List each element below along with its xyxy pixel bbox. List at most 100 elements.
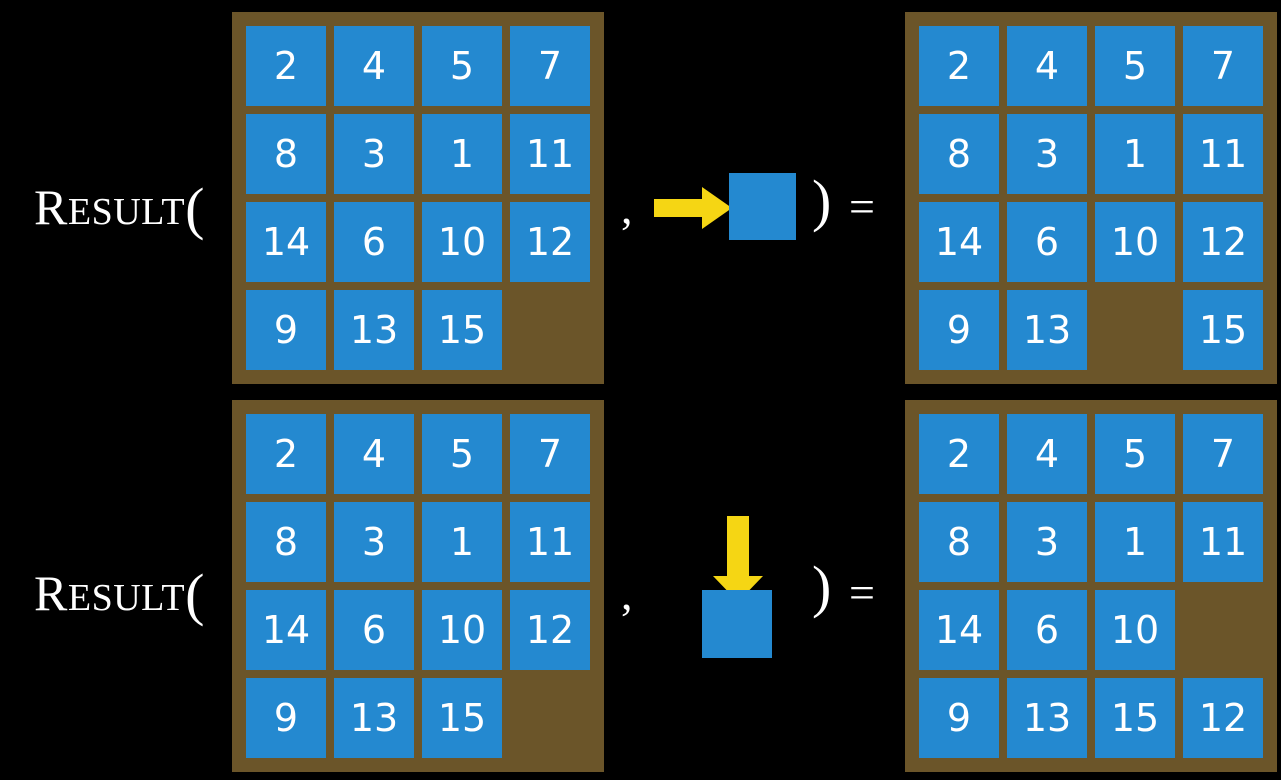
tile[interactable]: 5 bbox=[1095, 26, 1175, 106]
tile[interactable]: 9 bbox=[246, 290, 326, 370]
tile[interactable]: 6 bbox=[1007, 202, 1087, 282]
tile-value: 5 bbox=[1122, 44, 1148, 88]
blank-slot[interactable] bbox=[1183, 590, 1263, 670]
tile[interactable]: 15 bbox=[422, 678, 502, 758]
tile[interactable]: 4 bbox=[1007, 26, 1087, 106]
tile[interactable]: 10 bbox=[1095, 202, 1175, 282]
tile[interactable]: 5 bbox=[422, 26, 502, 106]
tile[interactable]: 10 bbox=[1095, 590, 1175, 670]
tile[interactable]: 9 bbox=[246, 678, 326, 758]
tile[interactable]: 3 bbox=[1007, 114, 1087, 194]
tile-value: 9 bbox=[946, 308, 972, 352]
input-board-row-2[interactable]: 2 4 5 7 8 3 1 11 14 6 10 12 9 13 15 bbox=[232, 400, 604, 772]
tile[interactable]: 8 bbox=[919, 114, 999, 194]
tile[interactable]: 1 bbox=[422, 502, 502, 582]
tile[interactable]: 1 bbox=[422, 114, 502, 194]
blank-slot[interactable] bbox=[510, 678, 590, 758]
result-label-capital: R bbox=[34, 565, 68, 621]
tile[interactable]: 11 bbox=[1183, 114, 1263, 194]
tile[interactable]: 12 bbox=[1183, 202, 1263, 282]
tile[interactable]: 13 bbox=[334, 678, 414, 758]
tile[interactable]: 6 bbox=[1007, 590, 1087, 670]
tile-value: 2 bbox=[946, 44, 972, 88]
tile[interactable]: 3 bbox=[1007, 502, 1087, 582]
blank-slot[interactable] bbox=[510, 290, 590, 370]
tile[interactable]: 10 bbox=[422, 590, 502, 670]
tile[interactable]: 11 bbox=[1183, 502, 1263, 582]
tile[interactable]: 5 bbox=[1095, 414, 1175, 494]
tile-value: 11 bbox=[1198, 520, 1248, 564]
tile[interactable]: 6 bbox=[334, 202, 414, 282]
tile[interactable]: 8 bbox=[246, 502, 326, 582]
move-tile-row-2[interactable] bbox=[702, 590, 772, 658]
tile-value: 8 bbox=[946, 132, 972, 176]
tile[interactable]: 13 bbox=[1007, 290, 1087, 370]
tile-value: 2 bbox=[273, 432, 299, 476]
tile[interactable]: 9 bbox=[919, 290, 999, 370]
output-board-row-1[interactable]: 2 4 5 7 8 3 1 11 14 6 10 12 9 13 15 bbox=[905, 12, 1277, 384]
tile-value: 10 bbox=[1110, 608, 1160, 652]
tile-value: 4 bbox=[361, 432, 387, 476]
tile[interactable]: 12 bbox=[1183, 678, 1263, 758]
tile[interactable]: 14 bbox=[919, 202, 999, 282]
tile[interactable]: 4 bbox=[1007, 414, 1087, 494]
input-board-row-1[interactable]: 2 4 5 7 8 3 1 11 14 6 10 12 9 13 15 bbox=[232, 12, 604, 384]
tile-value: 11 bbox=[1198, 132, 1248, 176]
tile-value: 11 bbox=[525, 132, 575, 176]
tile-value: 15 bbox=[437, 308, 487, 352]
result-label-capital: R bbox=[34, 179, 68, 235]
tile[interactable]: 12 bbox=[510, 590, 590, 670]
tile[interactable]: 9 bbox=[919, 678, 999, 758]
tile[interactable]: 13 bbox=[334, 290, 414, 370]
tile[interactable]: 2 bbox=[919, 414, 999, 494]
move-tile-row-1[interactable] bbox=[729, 173, 796, 240]
tile[interactable]: 12 bbox=[510, 202, 590, 282]
tile[interactable]: 2 bbox=[246, 414, 326, 494]
tile[interactable]: 7 bbox=[1183, 414, 1263, 494]
tile[interactable]: 14 bbox=[919, 590, 999, 670]
tile[interactable]: 2 bbox=[919, 26, 999, 106]
output-board-row-2[interactable]: 2 4 5 7 8 3 1 11 14 6 10 9 13 15 12 bbox=[905, 400, 1277, 772]
tile-value: 2 bbox=[946, 432, 972, 476]
tile[interactable]: 7 bbox=[510, 414, 590, 494]
tile[interactable]: 11 bbox=[510, 114, 590, 194]
tile[interactable]: 8 bbox=[246, 114, 326, 194]
result-label-rest: ESULT bbox=[67, 577, 186, 619]
tile[interactable]: 6 bbox=[334, 590, 414, 670]
tile-value: 12 bbox=[525, 220, 575, 264]
arrow-right-icon bbox=[654, 187, 732, 229]
tile[interactable]: 4 bbox=[334, 414, 414, 494]
tile[interactable]: 15 bbox=[1183, 290, 1263, 370]
tile-value: 1 bbox=[449, 132, 475, 176]
tile[interactable]: 1 bbox=[1095, 114, 1175, 194]
tile[interactable]: 3 bbox=[334, 502, 414, 582]
tile[interactable]: 13 bbox=[1007, 678, 1087, 758]
tile[interactable]: 3 bbox=[334, 114, 414, 194]
tile-value: 15 bbox=[1198, 308, 1248, 352]
equals-sign-row-2: = bbox=[849, 567, 875, 618]
tile[interactable]: 11 bbox=[510, 502, 590, 582]
board-grid: 2 4 5 7 8 3 1 11 14 6 10 9 13 15 12 bbox=[919, 414, 1263, 758]
result-label-row-2: RESULT( bbox=[34, 562, 205, 624]
tile[interactable]: 15 bbox=[422, 290, 502, 370]
tile[interactable]: 5 bbox=[422, 414, 502, 494]
tile-value: 13 bbox=[1022, 308, 1072, 352]
tile-value: 5 bbox=[449, 44, 475, 88]
tile-value: 11 bbox=[525, 520, 575, 564]
blank-slot[interactable] bbox=[1095, 290, 1175, 370]
tile[interactable]: 15 bbox=[1095, 678, 1175, 758]
tile-value: 9 bbox=[946, 696, 972, 740]
tile[interactable]: 1 bbox=[1095, 502, 1175, 582]
tile[interactable]: 14 bbox=[246, 590, 326, 670]
open-paren: ( bbox=[185, 562, 205, 627]
tile-value: 6 bbox=[1034, 608, 1060, 652]
tile[interactable]: 8 bbox=[919, 502, 999, 582]
tile[interactable]: 14 bbox=[246, 202, 326, 282]
tile[interactable]: 10 bbox=[422, 202, 502, 282]
tile-value: 6 bbox=[1034, 220, 1060, 264]
tile[interactable]: 7 bbox=[510, 26, 590, 106]
tile[interactable]: 4 bbox=[334, 26, 414, 106]
tile[interactable]: 7 bbox=[1183, 26, 1263, 106]
tile[interactable]: 2 bbox=[246, 26, 326, 106]
